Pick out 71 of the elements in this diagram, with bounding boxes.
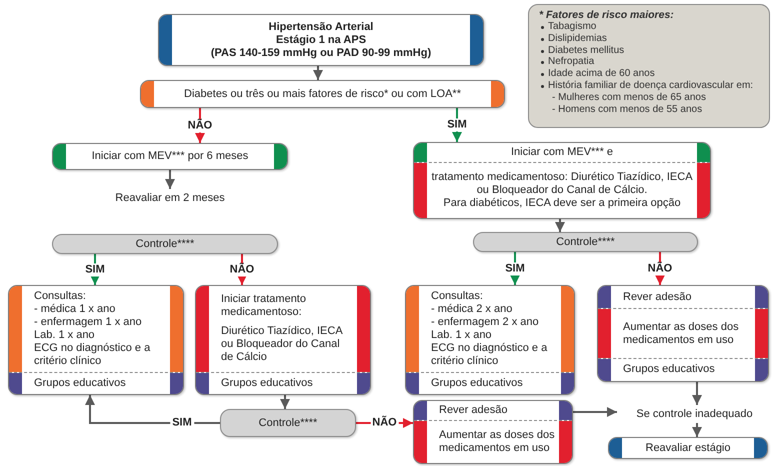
arrow	[573, 407, 617, 417]
step-text: Reavaliar em 2 meses	[90, 189, 250, 207]
box-text: Iniciar com MEV*** e	[510, 146, 614, 159]
box-text: Para diabéticos, IECA deve ser a primeira opção	[443, 196, 681, 210]
arrow	[510, 252, 520, 285]
process-box	[52, 143, 288, 170]
box-text: Consultas:	[34, 290, 86, 303]
list-item: Tabagismo	[539, 21, 763, 33]
process-box	[597, 285, 769, 382]
process-box	[608, 437, 768, 459]
box-text: Grupos educativos	[34, 376, 126, 390]
box-text: Rever adesão	[439, 404, 508, 418]
list-item: Nefropatia	[539, 56, 763, 68]
arrow	[313, 66, 323, 80]
box-text: Estágio 1 na APS	[276, 34, 366, 46]
box-text: ECG no diagnóstico e a critério clínico	[431, 342, 548, 368]
box-text: Rever adesão	[623, 290, 692, 304]
box-text: - enfermagem 1 x ano	[34, 316, 142, 329]
arrow	[165, 170, 175, 189]
arrow	[90, 254, 100, 285]
box-text: Iniciar com MEV*** por 6 meses	[92, 150, 248, 163]
box-text: Iniciar tratamento medicamentoso:	[221, 293, 307, 320]
process-box	[195, 285, 371, 395]
box-text: Aumentar as doses dos medicamentos em uso	[439, 429, 555, 456]
box-text: Lab. 1 x ano	[431, 328, 492, 342]
edge-label: NÃO	[646, 262, 674, 275]
edge-label: NÃO	[228, 263, 256, 276]
box-text: Reavaliar estágio	[646, 442, 730, 454]
list-item: História familiar de doença cardiovascular em:	[539, 80, 763, 92]
note-heading: * Fatores de risco maiores:	[539, 9, 675, 21]
edge-label: SIM	[83, 263, 107, 276]
list-item: Diabetes mellitus	[539, 44, 763, 56]
box-text: Diurético Tiazídico, IECA ou Bloqueador do Canal de Cálcio	[221, 325, 344, 364]
box-text: Consultas:	[431, 290, 483, 303]
edge-label: NÃO	[186, 119, 214, 132]
list-item: Idade acima de 60 anos	[539, 68, 763, 80]
box-text: Aumentar as doses dos medicamentos em uso	[623, 320, 740, 346]
box-text: ECG no diagnóstico e a critério clínico	[34, 342, 152, 368]
box-text: Grupos educativos	[221, 376, 313, 390]
process-box	[158, 14, 484, 66]
list-item: Dislipidemias	[539, 32, 763, 45]
process-box	[413, 142, 711, 219]
arrow	[280, 395, 290, 409]
list-item: - Mulheres com menos de 65 anos	[551, 92, 707, 104]
arrow	[85, 395, 220, 424]
process-box	[140, 80, 505, 108]
process-box	[413, 400, 573, 464]
box-text: Lab. 1 x ano	[34, 328, 95, 342]
arrow	[692, 423, 702, 437]
box-text: Grupos educativos	[623, 363, 715, 376]
list-item: - Homens com menos de 55 anos	[551, 104, 704, 116]
note-box	[528, 4, 770, 128]
step-text: Se controle inadequado	[617, 405, 772, 423]
process-box	[405, 285, 575, 395]
arrow	[692, 382, 702, 405]
box-text: - médica 2 x ano	[431, 302, 512, 316]
box-text: Grupos educativos	[431, 376, 523, 390]
box-text: (PAS 140-159 mmHg ou PAD 90-99 mmHg)	[210, 46, 432, 60]
decision-pill: Controle****	[220, 409, 356, 437]
arrow	[452, 108, 462, 142]
edge-label: SIM	[445, 118, 469, 132]
process-box	[8, 285, 184, 395]
box-text: Diabetes ou três ou mais fatores de risco* ou com LOA**	[184, 88, 461, 100]
decision-pill: Controle****	[473, 232, 698, 252]
decision-pill: Controle****	[52, 234, 278, 254]
arrow	[555, 219, 565, 232]
box-text: tratamento medicamentoso: Diurético Tiazídico, IECA ou Bloqueador do Canal de Cálcio.	[431, 170, 693, 197]
box-text: - médica 1 x ano	[34, 302, 116, 316]
box-text: - enfermagem 2 x ano	[431, 316, 539, 329]
edge-label: SIM	[503, 262, 527, 275]
box-text: Hipertensão Arterial	[268, 20, 374, 34]
